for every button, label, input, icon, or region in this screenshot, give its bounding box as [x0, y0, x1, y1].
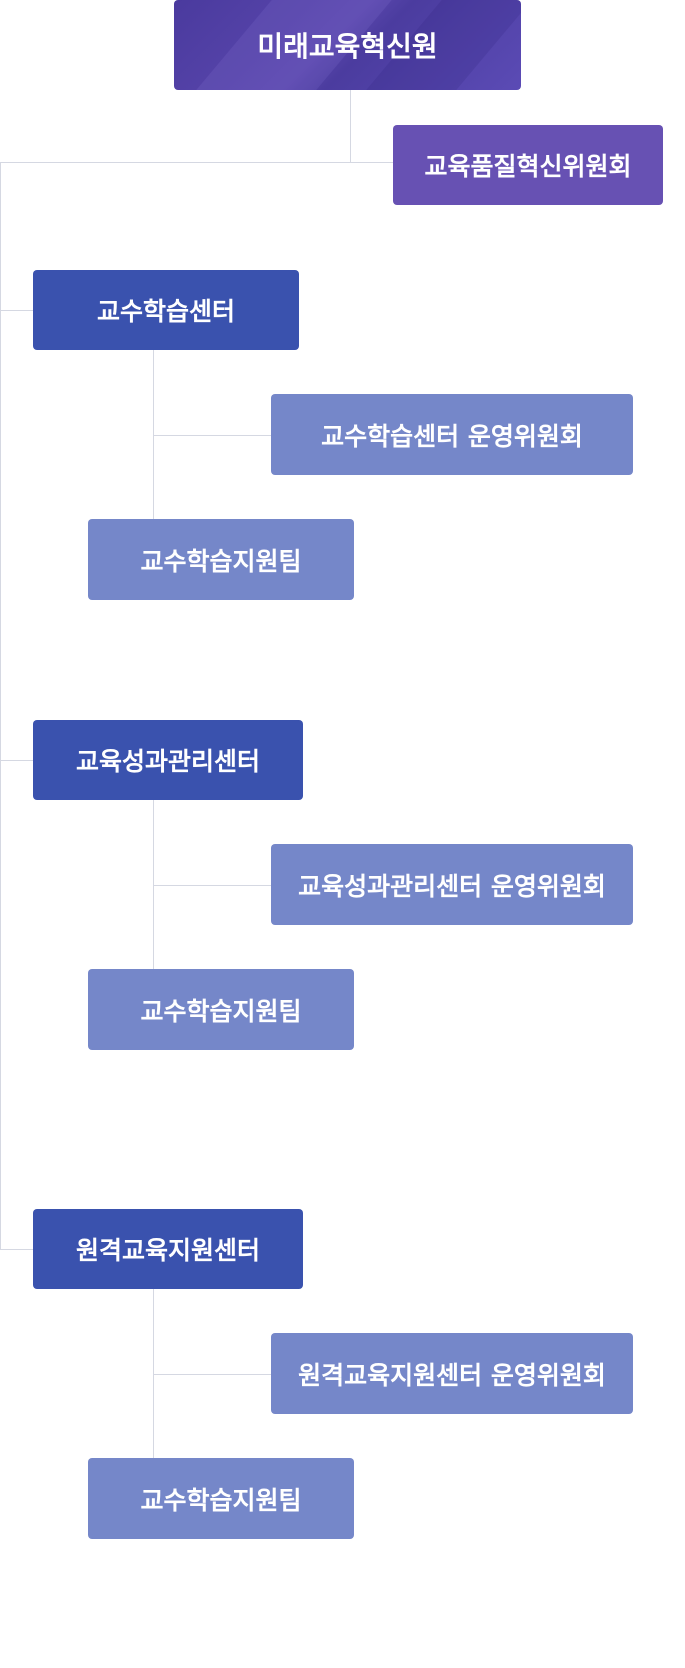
support-team-box: 교수학습지원팀	[88, 519, 354, 600]
main-spine	[0, 162, 1, 1249]
center-committee-box: 교수학습센터 운영위원회	[271, 394, 633, 475]
root-connector	[350, 90, 351, 162]
top-committee-label: 교육품질혁신위원회	[424, 152, 632, 181]
center-committee-label: 원격교육지원센터 운영위원회	[298, 1360, 606, 1390]
center-committee-label: 교육성과관리센터 운영위원회	[298, 871, 606, 901]
center-box: 원격교육지원센터	[33, 1209, 303, 1289]
center-3-committee-connector	[153, 1374, 271, 1375]
center-committee-box: 원격교육지원센터 운영위원회	[271, 1333, 633, 1414]
center-label: 원격교육지원센터	[75, 1236, 260, 1265]
center-3-spine	[153, 1289, 154, 1458]
center-committee-label: 교수학습센터 운영위원회	[321, 421, 583, 451]
center-2-connector	[0, 760, 33, 761]
support-team-label: 교수학습지원팀	[140, 1485, 302, 1515]
center-box: 교수학습센터	[33, 270, 299, 350]
center-1-committee-connector	[153, 435, 271, 436]
org-root-label: 미래교육혁신원	[257, 30, 438, 63]
support-team-box: 교수학습지원팀	[88, 1458, 354, 1539]
support-team-box: 교수학습지원팀	[88, 969, 354, 1050]
support-team-label: 교수학습지원팀	[140, 546, 302, 576]
center-1-spine	[153, 350, 154, 519]
org-root-box: 미래교육혁신원	[174, 0, 521, 90]
top-committee-box: 교육품질혁신위원회	[393, 125, 663, 205]
support-team-label: 교수학습지원팀	[140, 996, 302, 1026]
center-box: 교육성과관리센터	[33, 720, 303, 800]
center-2-spine	[153, 800, 154, 969]
center-committee-box: 교육성과관리센터 운영위원회	[271, 844, 633, 925]
center-1-connector	[0, 310, 33, 311]
center-3-connector	[0, 1249, 33, 1250]
center-label: 교육성과관리센터	[75, 747, 260, 776]
center-label: 교수학습센터	[96, 297, 235, 326]
committee-connector	[0, 162, 393, 163]
center-2-committee-connector	[153, 885, 271, 886]
